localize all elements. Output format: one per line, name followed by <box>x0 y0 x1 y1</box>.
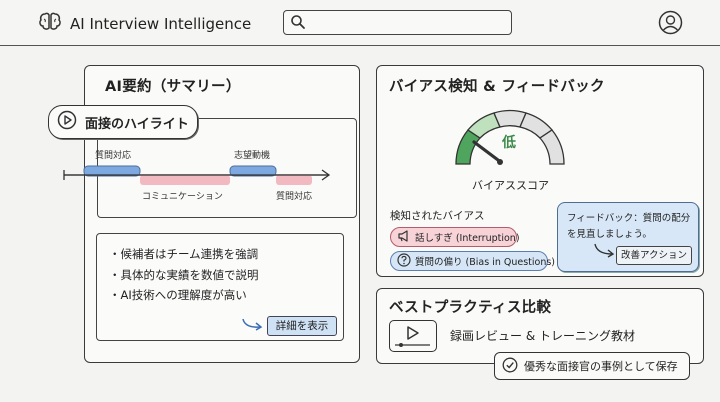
timeline-label: 志望動機 <box>234 151 271 161</box>
brain-icon <box>38 11 62 37</box>
play-circle-icon <box>57 110 77 134</box>
improvement-action-button[interactable]: 改善アクション <box>616 246 692 265</box>
best-practice-title: ベストプラクティス比較 <box>389 300 552 316</box>
list-item: 候補者はチーム連携を強調 <box>109 244 259 265</box>
check-circle-icon <box>502 357 518 376</box>
bias-panel-title: バイアス検知 & フィードバック <box>389 79 605 95</box>
question-circle-icon <box>397 252 411 270</box>
brand[interactable]: AI Interview Intelligence <box>38 11 251 37</box>
training-material-link[interactable]: 録画レビュー & トレーニング教材 <box>450 329 635 343</box>
bias-tag-interruption[interactable]: 話しすぎ (Interruption) <box>390 227 520 247</box>
gauge-segment <box>539 129 565 165</box>
highlight-timeline <box>63 165 331 185</box>
summary-list: 候補者はチーム連携を強調 具体的な実績を数値で説明 AI技術への理解度が高い <box>109 244 259 306</box>
search-input[interactable] <box>283 10 512 35</box>
gauge-level: 低 <box>502 135 516 151</box>
timeline-segment[interactable] <box>229 165 277 177</box>
timeline-segment[interactable] <box>140 175 230 185</box>
megaphone-icon <box>397 229 411 245</box>
timeline-label: 質問対応 <box>95 151 132 161</box>
bias-tag-label: 話しすぎ (Interruption) <box>415 233 520 244</box>
timeline-segment[interactable] <box>276 175 312 185</box>
user-icon <box>658 10 683 39</box>
timeline-label: 質問対応 <box>276 192 313 202</box>
summary-panel-title: AI要約（サマリー） <box>105 79 241 95</box>
highlight-card <box>97 118 357 218</box>
feedback-text: フィードバック：質問の配分を見直しましょう。 <box>567 213 691 240</box>
user-profile-button[interactable] <box>658 10 683 39</box>
timeline-label: コミュニケーション <box>142 192 223 202</box>
gauge-needle <box>472 140 500 162</box>
bias-gauge <box>455 109 565 165</box>
show-details-button[interactable]: 詳細を表示 <box>267 316 337 336</box>
top-bar: AI Interview Intelligence <box>0 0 720 46</box>
app-title: AI Interview Intelligence <box>70 15 252 33</box>
highlight-title: 面接のハイライト <box>85 116 189 132</box>
bias-tag-label: 質問の偏り (Bias in Questions) <box>415 257 555 268</box>
bias-tag-questions[interactable]: 質問の偏り (Bias in Questions) <box>390 251 555 271</box>
list-item: AI技術への理解度が高い <box>109 285 259 306</box>
list-item: 具体的な実績を数値で説明 <box>109 265 259 286</box>
video-player-icon[interactable] <box>389 320 437 352</box>
arrow-icon <box>592 241 616 263</box>
gauge-label: バイアススコア <box>472 179 549 192</box>
save-button-label: 優秀な面接官の事例として保存 <box>524 360 678 373</box>
arrow-icon <box>240 316 264 336</box>
detected-bias-label: 検知されたバイアス <box>390 210 485 222</box>
search-icon <box>290 14 306 34</box>
save-as-exemplar-button[interactable]: 優秀な面接官の事例として保存 <box>494 352 690 380</box>
timeline-segment[interactable] <box>83 165 141 177</box>
highlight-header[interactable]: 面接のハイライト <box>48 105 198 139</box>
